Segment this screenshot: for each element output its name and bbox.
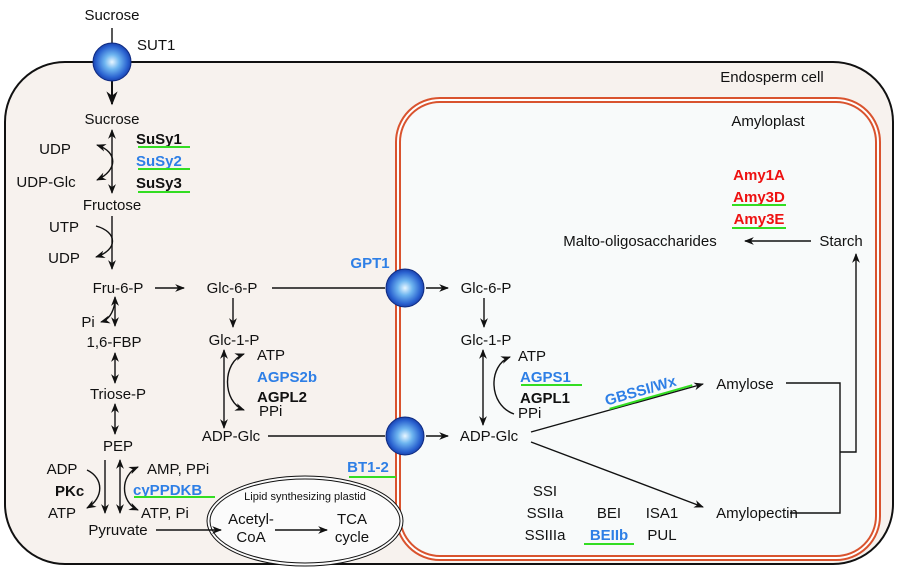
acetyl-coa-line2: CoA [236,529,265,546]
enzyme-amy1a: Amy1A [733,167,785,184]
enzyme-susy3: SuSy3 [136,175,182,192]
sut1-label: SUT1 [137,37,175,54]
atp-pk: ATP [48,505,76,522]
lipid-plastid [206,475,404,567]
glc-6-p-cytosol: Glc-6-P [207,280,258,297]
enzyme-agpl2: AGPL2 [257,389,307,406]
atp-amyloplast: ATP [518,348,546,365]
bt12-transporter-icon [385,416,425,456]
enzyme-ssiia: SSIIa [527,505,564,522]
gpt1-label: GPT1 [350,255,389,272]
enzyme-ssiiia: SSIIIa [525,527,567,544]
udp-2: UDP [48,250,80,267]
amyloplast-label: Amyloplast [731,113,805,130]
enzyme-agps1: AGPS1 [520,369,571,386]
tca-line1: TCA [337,511,367,528]
lipid-plastid-label: Lipid synthesizing plastid [244,491,366,503]
amylopectin: Amylopectin [716,505,798,522]
udp-1: UDP [39,141,71,158]
utp: UTP [49,219,79,236]
adp: ADP [47,461,78,478]
udp-glc: UDP-Glc [16,174,76,191]
amyloplast [395,97,881,561]
enzyme-beiib: BEIIb [590,527,628,544]
enzyme-isa1: ISA1 [646,505,679,522]
adp-glc-amyloplast: ADP-Glc [460,428,519,445]
amylose: Amylose [716,376,774,393]
glc-1-p-cytosol: Glc-1-P [209,332,260,349]
pi: Pi [81,314,94,331]
sucrose-internal: Sucrose [84,111,139,128]
bt12-label: BT1-2 [347,459,389,476]
fbp: 1,6-FBP [86,334,141,351]
endosperm-cell-label: Endosperm cell [720,69,823,86]
sucrose-external: Sucrose [84,7,139,24]
enzyme-susy2: SuSy2 [136,153,182,170]
enzyme-bei: BEI [597,505,621,522]
sut1-transporter-icon [92,42,132,82]
atp-cytosol: ATP [257,347,285,364]
pep: PEP [103,438,133,455]
tca-line2: cycle [335,529,369,546]
ppi-cytosol: PPi [259,403,282,420]
enzyme-amy3d: Amy3D [733,189,785,206]
fructose: Fructose [83,197,141,214]
pyruvate: Pyruvate [88,522,147,539]
triose-p: Triose-P [90,386,146,403]
acetyl-coa-line1: Acetyl- [228,511,274,528]
gpt1-transporter-icon [385,268,425,308]
enzyme-susy1: SuSy1 [136,131,182,148]
fru-6-p: Fru-6-P [93,280,144,297]
enzyme-amy3e: Amy3E [734,211,785,228]
glc-1-p-amyloplast: Glc-1-P [461,332,512,349]
enzyme-cyppdkb: cyPPDKB [133,482,202,499]
ppi-amyloplast: PPi [518,405,541,422]
enzyme-agpl1: AGPL1 [520,390,570,407]
enzyme-pkc: PKc [55,483,84,500]
enzyme-pul: PUL [647,527,676,544]
starch: Starch [819,233,862,250]
enzyme-ssi: SSI [533,483,557,500]
enzyme-agps2b: AGPS2b [257,369,317,386]
malto-oligosaccharides: Malto-oligosaccharides [563,233,716,250]
atp-pi: ATP, Pi [141,505,189,522]
glc-6-p-amyloplast: Glc-6-P [461,280,512,297]
adp-glc-cytosol: ADP-Glc [202,428,261,445]
amp-ppi: AMP, PPi [147,461,209,478]
